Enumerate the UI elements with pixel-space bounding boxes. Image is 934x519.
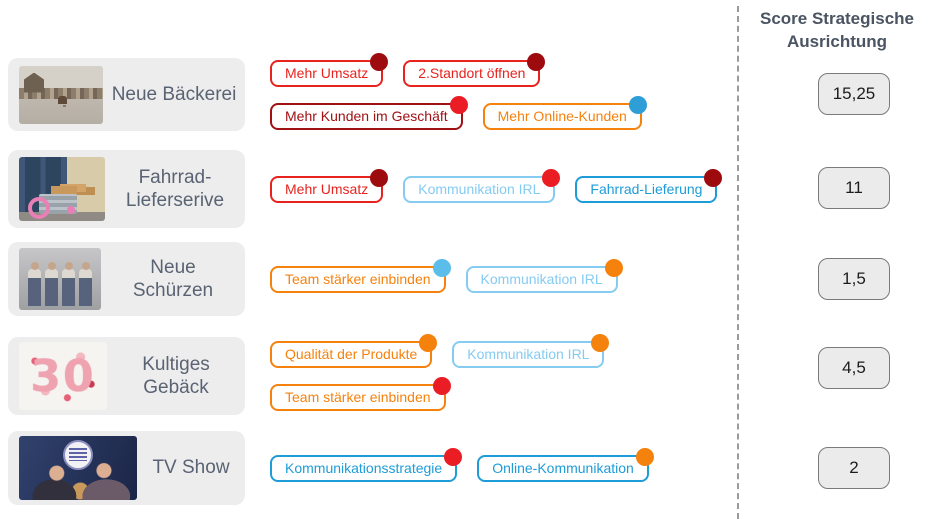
tag-status-dot xyxy=(449,95,468,114)
tag-online-kommunikation[interactable]: Online-Kommunikation xyxy=(477,447,654,482)
project-row-tv-show: TV Show Kommunikationsstrategie Online-Kom… xyxy=(8,431,654,505)
project-label: Kultiges Gebäck xyxy=(142,353,210,398)
tag-label: Online-Kommunikation xyxy=(492,459,634,476)
tag-label: Fahrrad-Lieferung xyxy=(590,180,703,197)
tag-status-dot xyxy=(432,377,451,395)
tag-line: Team stärker einbinden xyxy=(270,377,604,411)
tag-status-dot xyxy=(432,258,451,277)
project-card-tv-show[interactable]: TV Show xyxy=(8,431,245,505)
tag-mehr-kunden-im-geschaft[interactable]: Mehr Kunden im Geschäft xyxy=(270,95,468,130)
tag-label: Kommunikationsstrategie xyxy=(285,459,443,476)
fahrrad-image xyxy=(19,157,105,221)
project-card-fahrrad-lieferserive[interactable]: Fahrrad-Lieferserive xyxy=(8,150,245,228)
tag-label: Team stärker einbinden xyxy=(285,270,431,287)
tag-line: Team stärker einbinden Kommunikation IRL xyxy=(270,258,623,293)
apron-figure xyxy=(28,262,41,306)
score-neue-backerei[interactable]: 15,25 xyxy=(818,73,890,115)
tag-label: Mehr Online-Kunden xyxy=(497,107,627,124)
tag-line: Kommunikationsstrategie Online-Kommunikat… xyxy=(270,447,654,482)
score-kultiges-geback[interactable]: 4,5 xyxy=(818,347,890,389)
tag-line: Mehr Umsatz 2.Standort öffnen xyxy=(270,52,642,87)
tag-label: Kommunikation IRL xyxy=(480,270,603,287)
tag-status-dot xyxy=(419,334,438,352)
tag-fahrrad-lieferung[interactable]: Fahrrad-Lieferung xyxy=(575,168,723,203)
tag-label: Qualität der Produkte xyxy=(285,346,418,362)
tag-kommunikationsstrategie[interactable]: Kommunikationsstrategie xyxy=(270,447,463,482)
score-neue-schurzen[interactable]: 1,5 xyxy=(818,258,890,300)
tag-lines: Qualität der Produkte Kommunikation IRL Te… xyxy=(270,334,610,411)
gebaeck-image: 30 xyxy=(19,342,107,410)
tag-status-dot xyxy=(604,258,623,277)
tag-label: Kommunikation IRL xyxy=(467,346,590,362)
project-row-kultiges-geback: 30 Kultiges Gebäck Qualität der Produkte Ko… xyxy=(8,334,610,415)
tag-mehr-umsatz[interactable]: Mehr Umsatz xyxy=(270,52,389,87)
tag-team-starker-einbinden[interactable]: Team stärker einbinden xyxy=(270,258,451,293)
project-label: TV Show xyxy=(152,457,230,479)
tag-label: Mehr Kunden im Geschäft xyxy=(285,107,448,124)
baeckerei-image xyxy=(19,65,103,124)
tag-qualitat-der-produkte[interactable]: Qualität der Produkte xyxy=(270,334,438,368)
apron-figure xyxy=(45,262,58,306)
project-row-fahrrad-lieferserive: Fahrrad-Lieferserive Mehr Umsatz Kommunika… xyxy=(8,150,723,228)
tag-status-dot xyxy=(628,95,647,114)
tag-label: Kommunikation IRL xyxy=(418,180,541,197)
tag-mehr-online-kunden[interactable]: Mehr Online-Kunden xyxy=(482,95,647,130)
tag-status-dot xyxy=(370,52,389,71)
tag-mehr-umsatz[interactable]: Mehr Umsatz xyxy=(270,168,389,203)
tag-lines: Mehr Umsatz Kommunikation IRL Fahrrad-Lief… xyxy=(270,168,723,203)
project-row-neue-backerei: Neue Bäckerei Mehr Umsatz 2.Standort öffne… xyxy=(8,52,647,131)
tag-status-dot xyxy=(704,168,723,187)
tag-team-starker-einbinden[interactable]: Team stärker einbinden xyxy=(270,377,451,411)
cake-number-text: 30 xyxy=(30,350,96,402)
tag-status-dot xyxy=(635,447,654,466)
score-column-header: Score Strategische Ausrichtung xyxy=(759,9,914,51)
project-card-neue-schurzen[interactable]: Neue Schürzen xyxy=(8,242,245,316)
tag-status-dot xyxy=(444,447,463,466)
tag-kommunikation-irl[interactable]: Kommunikation IRL xyxy=(403,168,561,203)
score-tv-show[interactable]: 2 xyxy=(818,447,890,489)
score-divider-line xyxy=(737,6,739,519)
project-card-kultiges-geback[interactable]: 30 Kultiges Gebäck xyxy=(8,337,245,415)
tag-kommunikation-irl[interactable]: Kommunikation IRL xyxy=(452,334,610,368)
tag-label: Mehr Umsatz xyxy=(285,180,369,197)
tag-lines: Team stärker einbinden Kommunikation IRL xyxy=(270,258,623,293)
tag-status-dot xyxy=(542,168,561,187)
project-card-neue-backerei[interactable]: Neue Bäckerei xyxy=(8,58,245,131)
tag-lines: Kommunikationsstrategie Online-Kommunikat… xyxy=(270,447,654,482)
project-label: Neue Schürzen xyxy=(132,256,214,301)
tag-2-standort-offnen[interactable]: 2.Standort öffnen xyxy=(403,52,546,87)
project-row-neue-schurzen: Neue Schürzen Team stärker einbinden Kommu… xyxy=(8,242,623,316)
score-column: Score Strategische Ausrichtung 15,25 11 1,… xyxy=(740,0,934,519)
project-label: Neue Bäckerei xyxy=(111,83,237,105)
apron-figure xyxy=(62,262,75,306)
tag-label: 2.Standort öffnen xyxy=(418,64,526,81)
tag-line: Mehr Umsatz Kommunikation IRL Fahrrad-Lief… xyxy=(270,168,723,203)
tag-status-dot xyxy=(527,52,546,71)
tag-kommunikation-irl[interactable]: Kommunikation IRL xyxy=(465,258,623,293)
tag-line: Qualität der Produkte Kommunikation IRL xyxy=(270,334,610,368)
show-badge-icon xyxy=(63,440,93,470)
tvshow-image xyxy=(19,436,137,500)
score-fahrrad-lieferserive[interactable]: 11 xyxy=(818,167,890,209)
tag-status-dot xyxy=(370,168,389,187)
apron-figure xyxy=(79,262,92,306)
tag-label: Mehr Umsatz xyxy=(285,64,369,81)
project-label: Fahrrad-Lieferserive xyxy=(125,166,225,211)
tag-label: Team stärker einbinden xyxy=(285,389,431,405)
schuerzen-image xyxy=(19,248,101,310)
tag-line: Mehr Kunden im Geschäft Mehr Online-Kunde… xyxy=(270,95,647,130)
tag-status-dot xyxy=(591,334,610,352)
